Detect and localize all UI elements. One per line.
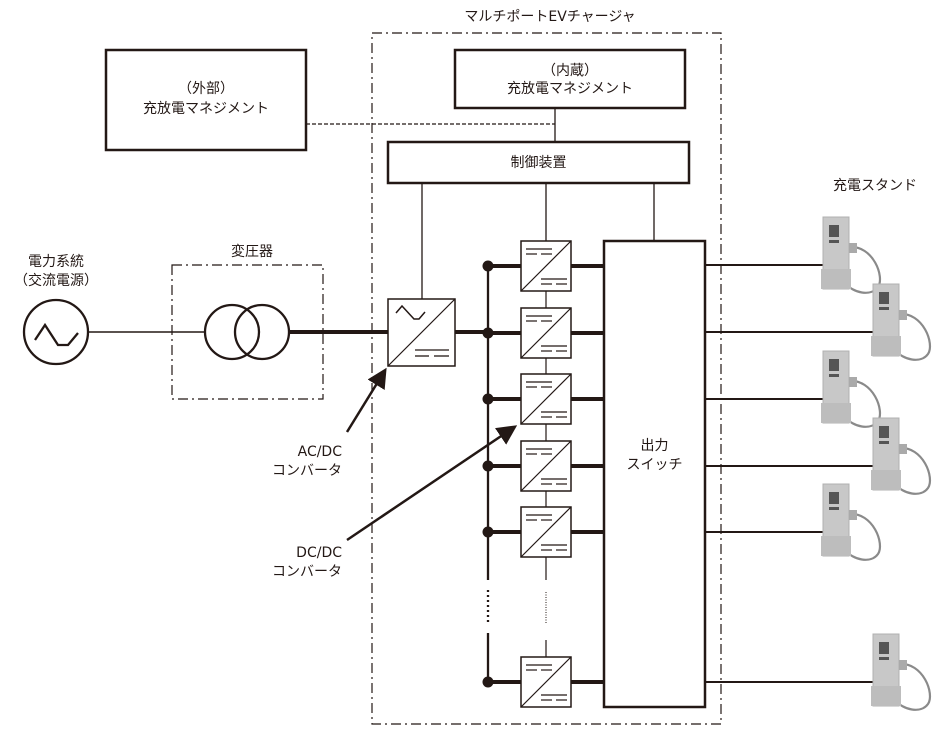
external-management-label-2: 充放電マネジメント — [143, 101, 269, 117]
controller-label: 制御装置 — [510, 155, 567, 171]
transformer-coil-secondary[interactable] — [233, 303, 291, 361]
charging-station-icon[interactable] — [821, 216, 882, 294]
output-switch-label-1: 出力 — [640, 438, 669, 454]
internal-management-box[interactable] — [453, 48, 687, 110]
charging-station-icon[interactable] — [871, 417, 932, 495]
internal-management-label-1: （内蔵） — [542, 63, 598, 79]
dcdc-diagonal — [520, 506, 572, 558]
dcdc-label-1: DC/DC — [296, 545, 342, 561]
charging-station-group — [705, 216, 932, 711]
acdc-label-1: AC/DC — [297, 444, 342, 460]
ac-source-symbol[interactable] — [22, 298, 90, 366]
bus-junction-dot — [482, 393, 494, 405]
charging-station-icon[interactable] — [871, 633, 932, 711]
charging-stations-label: 充電スタンド — [833, 178, 917, 194]
bus-junction-dot — [482, 327, 494, 339]
acdc-label-2: コンバータ — [272, 463, 342, 479]
external-management-label-1: （外部） — [178, 81, 234, 97]
bus-junction-dot — [482, 676, 494, 688]
acdc-pointer-arrow — [345, 367, 387, 433]
transformer-boundary — [171, 264, 324, 400]
external-management-box[interactable] — [104, 48, 308, 152]
transformer-label: 変圧器 — [231, 244, 273, 260]
charging-station-icon[interactable] — [821, 483, 882, 561]
output-switch-box[interactable] — [602, 239, 707, 709]
dcdc-diagonal — [520, 656, 572, 708]
charger-title: マルチポートEVチャージャ — [464, 9, 636, 25]
bus-junction-dot — [482, 460, 494, 472]
bus-junction-dot — [482, 526, 494, 538]
dcdc-pointer-arrow — [346, 425, 518, 542]
transformer-coil-primary[interactable] — [203, 303, 261, 361]
dcdc-diagonal — [520, 373, 572, 425]
dcdc-diagonal — [520, 240, 572, 292]
grid-label-2: （交流電源） — [14, 273, 98, 289]
acdc-sine-icon — [395, 304, 426, 320]
acdc-diagonal — [387, 298, 456, 367]
output-switch-label-2: スイッチ — [626, 457, 683, 473]
controller-box[interactable] — [386, 140, 691, 185]
grid-label-1: 電力系統 — [28, 254, 84, 270]
charging-station-icon[interactable] — [871, 283, 932, 361]
dcdc-diagonal — [520, 440, 572, 492]
sine-wave-icon — [34, 322, 79, 347]
dcdc-converter-group — [482, 240, 604, 708]
bus-junction-dot — [482, 260, 494, 272]
charging-station-icon[interactable] — [821, 350, 882, 428]
dcdc-label-2: コンバータ — [272, 564, 342, 580]
internal-management-label-2: 充放電マネジメント — [507, 81, 633, 97]
dcdc-diagonal — [520, 307, 572, 359]
